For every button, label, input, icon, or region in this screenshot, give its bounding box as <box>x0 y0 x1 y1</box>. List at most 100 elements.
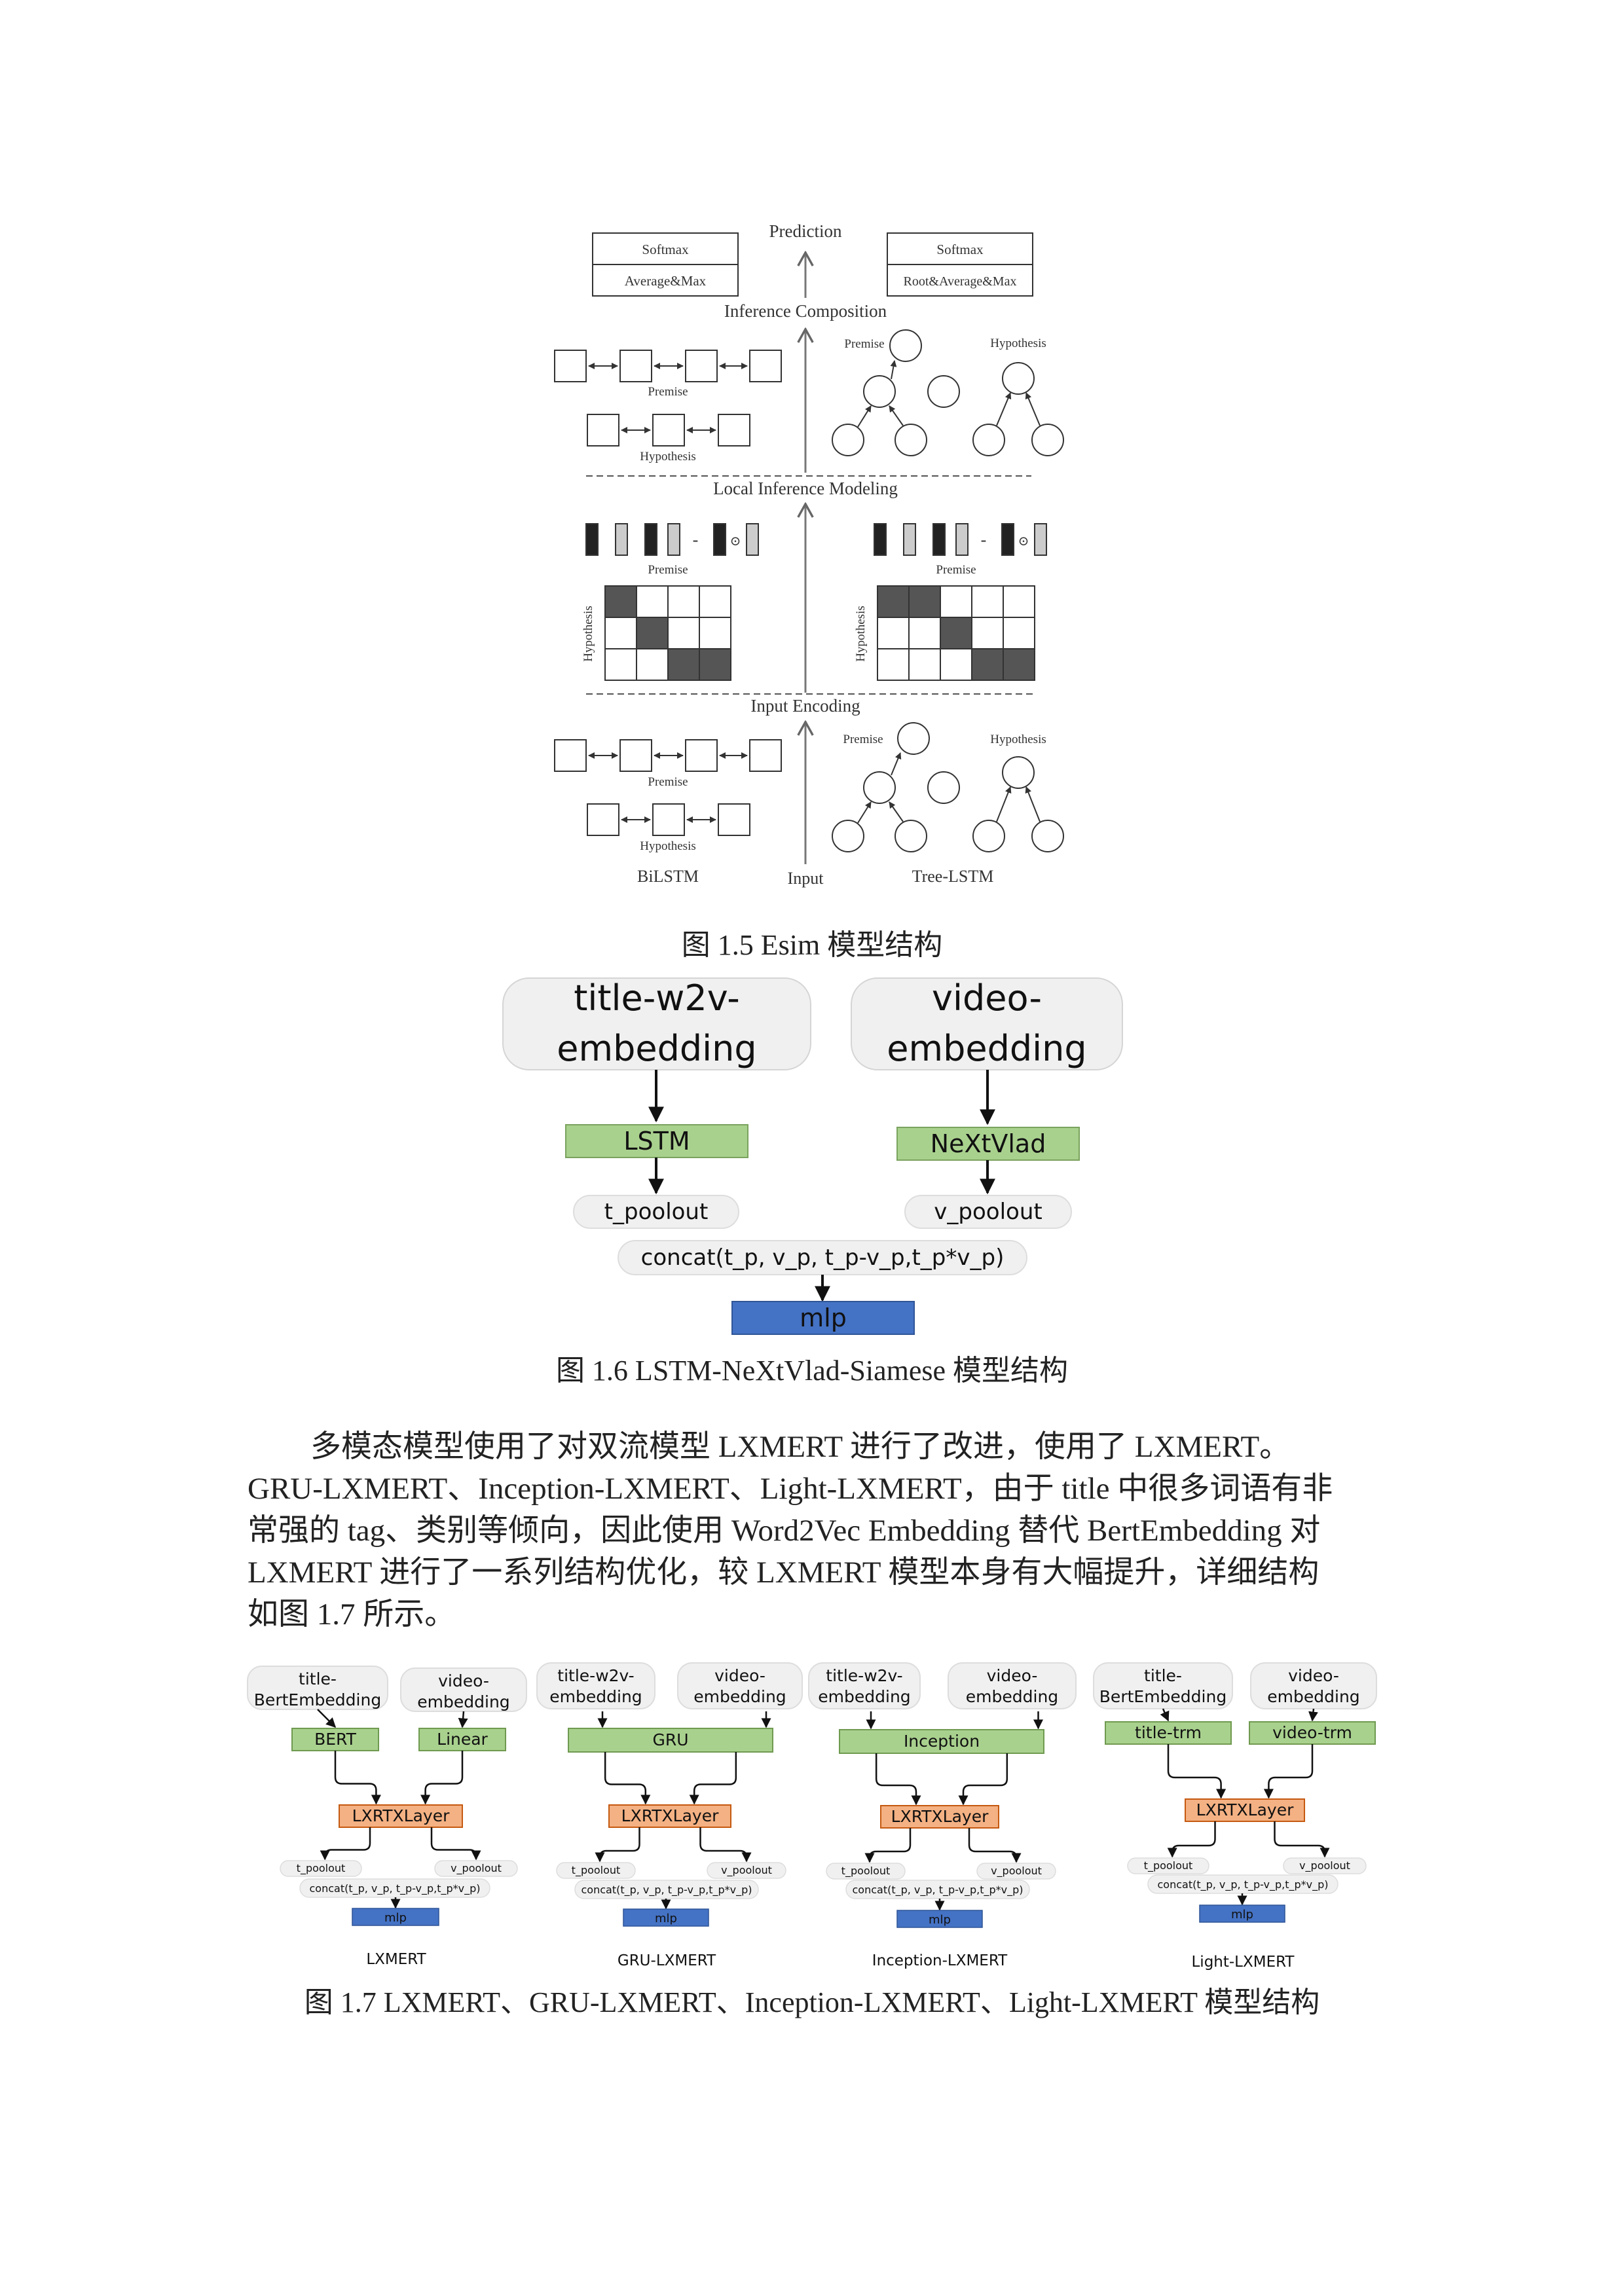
panel-3-t-poolout <box>826 1863 906 1880</box>
hypothesis-label-bilstm-enc: Hypothesis <box>640 839 696 853</box>
panel-3-input2-line1: video- <box>987 1666 1038 1685</box>
bilstm-composition-hypothesis <box>587 414 750 446</box>
panel-2-v-poolout <box>707 1862 786 1879</box>
panel-2-lxrtx-label: LXRTXLayer <box>621 1806 719 1825</box>
panel-2-lxrtx-layer <box>608 1804 731 1828</box>
panel-2-mlp-label: mlp <box>655 1912 677 1925</box>
nextvlad-text: NeXtVlad <box>931 1129 1046 1158</box>
figure-1-7-caption: 图 1.7 LXMERT、GRU-LXMERT、Inception-LXMERT… <box>304 1986 1320 2018</box>
panel-1-concat-label: concat(t_p, v_p, t_p-v_p,t_p*v_p) <box>309 1882 480 1895</box>
panel-4-encoder-2-label: video-trm <box>1272 1723 1352 1742</box>
panel-4-mlp <box>1199 1904 1285 1923</box>
panel-4-name: Light-LXMERT <box>1191 1954 1295 1971</box>
paragraph-line-2: GRU-LXMERT、Inception-LXMERT、Light-LXMERT… <box>248 1472 1333 1506</box>
panel-1-encoder-1-label: BERT <box>314 1730 356 1749</box>
panel-2-v-poolout-label: v_poolout <box>721 1864 772 1877</box>
bilstm-encoding-premise <box>554 739 782 772</box>
panel-1-input2-line1: video- <box>438 1671 489 1690</box>
panel-2-encoder-label: GRU <box>652 1730 688 1749</box>
panel-2-input2-box <box>677 1662 803 1709</box>
hypothesis-label-matrix-left: Hypothesis <box>581 606 595 662</box>
panel-4-v-poolout <box>1283 1857 1367 1874</box>
panel-1-v-poolout <box>434 1860 518 1877</box>
tree-encoding-hypothesis <box>972 756 1064 852</box>
lstm-nextvlad-figure <box>502 977 1123 1335</box>
premise-label-bilstm-comp: Premise <box>648 385 688 399</box>
t-poolout-pill <box>573 1195 739 1229</box>
video-embedding-text-2: embedding <box>887 1028 1086 1069</box>
panel-1-name: LXMERT <box>366 1951 426 1968</box>
lstm-text: LSTM <box>623 1127 690 1156</box>
v-poolout-text: v_poolout <box>934 1199 1042 1225</box>
panel-4-input2-line1: video- <box>1288 1666 1339 1685</box>
premise-label-bilstm-enc: Premise <box>648 775 688 789</box>
hypothesis-label-matrix-right: Hypothesis <box>854 606 868 662</box>
premise-label-tree-enc: Premise <box>843 733 883 746</box>
panel-4-mlp-label: mlp <box>1231 1908 1253 1922</box>
panel-3-v-poolout-label: v_poolout <box>991 1865 1042 1878</box>
v-poolout-pill <box>904 1195 1072 1229</box>
panel-4-lxrtx-label: LXRTXLayer <box>1196 1800 1294 1819</box>
t-poolout-text: t_poolout <box>604 1199 709 1225</box>
hypothesis-label-tree-comp: Hypothesis <box>990 337 1046 350</box>
panel-3-name: Inception-LXMERT <box>872 1952 1008 1969</box>
paragraph-line-3: 常强的 tag、类别等倾向，因此使用 Word2Vec Embedding 替代… <box>248 1514 1321 1548</box>
panel-2-concat-label: concat(t_p, v_p, t_p-v_p,t_p*v_p) <box>581 1884 752 1897</box>
nextvlad-box <box>896 1127 1080 1161</box>
panel-4-input2-line2: embedding <box>1267 1687 1359 1706</box>
panel-1-t-poolout <box>280 1860 362 1877</box>
left-softmax-label: Softmax <box>642 242 689 257</box>
panel-2-input1-line2: embedding <box>549 1687 642 1706</box>
tree-encoding-premise <box>832 722 960 852</box>
panel-3-mlp-label: mlp <box>929 1913 951 1927</box>
panel-3-v-poolout <box>976 1863 1056 1880</box>
input-encoding-label: Input Encoding <box>750 696 860 716</box>
minus-symbol-left: - <box>693 530 699 549</box>
tree-composition-hypothesis <box>972 362 1064 456</box>
attention-matrix-right <box>877 585 1035 681</box>
panel-3-input1-line1: title-w2v- <box>826 1666 902 1685</box>
panel-3-encoder <box>839 1729 1044 1754</box>
panel-3-lxrtx-layer <box>880 1805 999 1829</box>
right-softmax-label: Softmax <box>936 242 984 257</box>
bilstm-composition-premise <box>554 350 782 382</box>
panel-3-input2-box <box>948 1662 1077 1709</box>
figure-1-6-caption: 图 1.6 LSTM-NeXtVlad-Siamese 模型结构 <box>555 1355 1069 1387</box>
panel-2-t-poolout <box>556 1862 636 1879</box>
video-embedding-text-1: video- <box>932 977 1042 1019</box>
body-paragraph: 多模态模型使用了对双流模型 LXMERT 进行了改进，使用了 LXMERT。 G… <box>248 1426 1382 1635</box>
panel-2-t-poolout-label: t_poolout <box>572 1864 621 1877</box>
mlp-text: mlp <box>800 1303 847 1332</box>
panel-4-concat-label: concat(t_p, v_p, t_p-v_p,t_p*v_p) <box>1157 1878 1328 1891</box>
panel-4-input1-line1: title- <box>1144 1666 1182 1685</box>
panel-2-input1-box <box>536 1662 655 1709</box>
panel-3-concat-label: concat(t_p, v_p, t_p-v_p,t_p*v_p) <box>852 1884 1023 1897</box>
panel-1-t-poolout-label: t_poolout <box>297 1862 346 1875</box>
panel-3-mlp <box>896 1910 983 1928</box>
panel-2-mlp <box>623 1908 709 1927</box>
panel-1-mlp <box>352 1908 439 1926</box>
attention-matrix-left <box>604 585 731 681</box>
hypothesis-label-tree-enc: Hypothesis <box>990 733 1046 746</box>
paragraph-line-4: LXMERT 进行了一系列结构优化，较 LXMERT 模型本身有大幅提升，详细结… <box>248 1556 1320 1590</box>
panel-1-input1-line1: title- <box>299 1669 337 1688</box>
panel-4-encoder-1-label: title-trm <box>1135 1723 1202 1742</box>
panel-1-mlp-label: mlp <box>384 1911 407 1925</box>
minus-symbol-right: - <box>981 530 987 549</box>
panel-1-lxrtx-label: LXRTXLayer <box>352 1806 450 1825</box>
panel-4-t-poolout-label: t_poolout <box>1144 1859 1193 1872</box>
panel-3-input1-line2: embedding <box>818 1687 910 1706</box>
panel-1-input2-line2: embedding <box>417 1692 509 1711</box>
input-label: Input <box>788 869 824 888</box>
figure-1-5-caption: 图 1.5 Esim 模型结构 <box>681 929 943 961</box>
panel-1-v-poolout-label: v_poolout <box>451 1862 502 1875</box>
panel-3-input1-box <box>808 1662 921 1709</box>
panel-2-input1-line1: title-w2v- <box>557 1666 634 1685</box>
bilstm-label: BiLSTM <box>637 867 699 886</box>
panel-1-input1-line2: BertEmbedding <box>254 1690 381 1709</box>
esim-figure <box>554 232 1064 864</box>
local-inference-modeling-label: Local Inference Modeling <box>713 479 898 498</box>
panel-3-concat <box>845 1880 1030 1899</box>
panel-4-v-poolout-label: v_poolout <box>1299 1859 1350 1872</box>
